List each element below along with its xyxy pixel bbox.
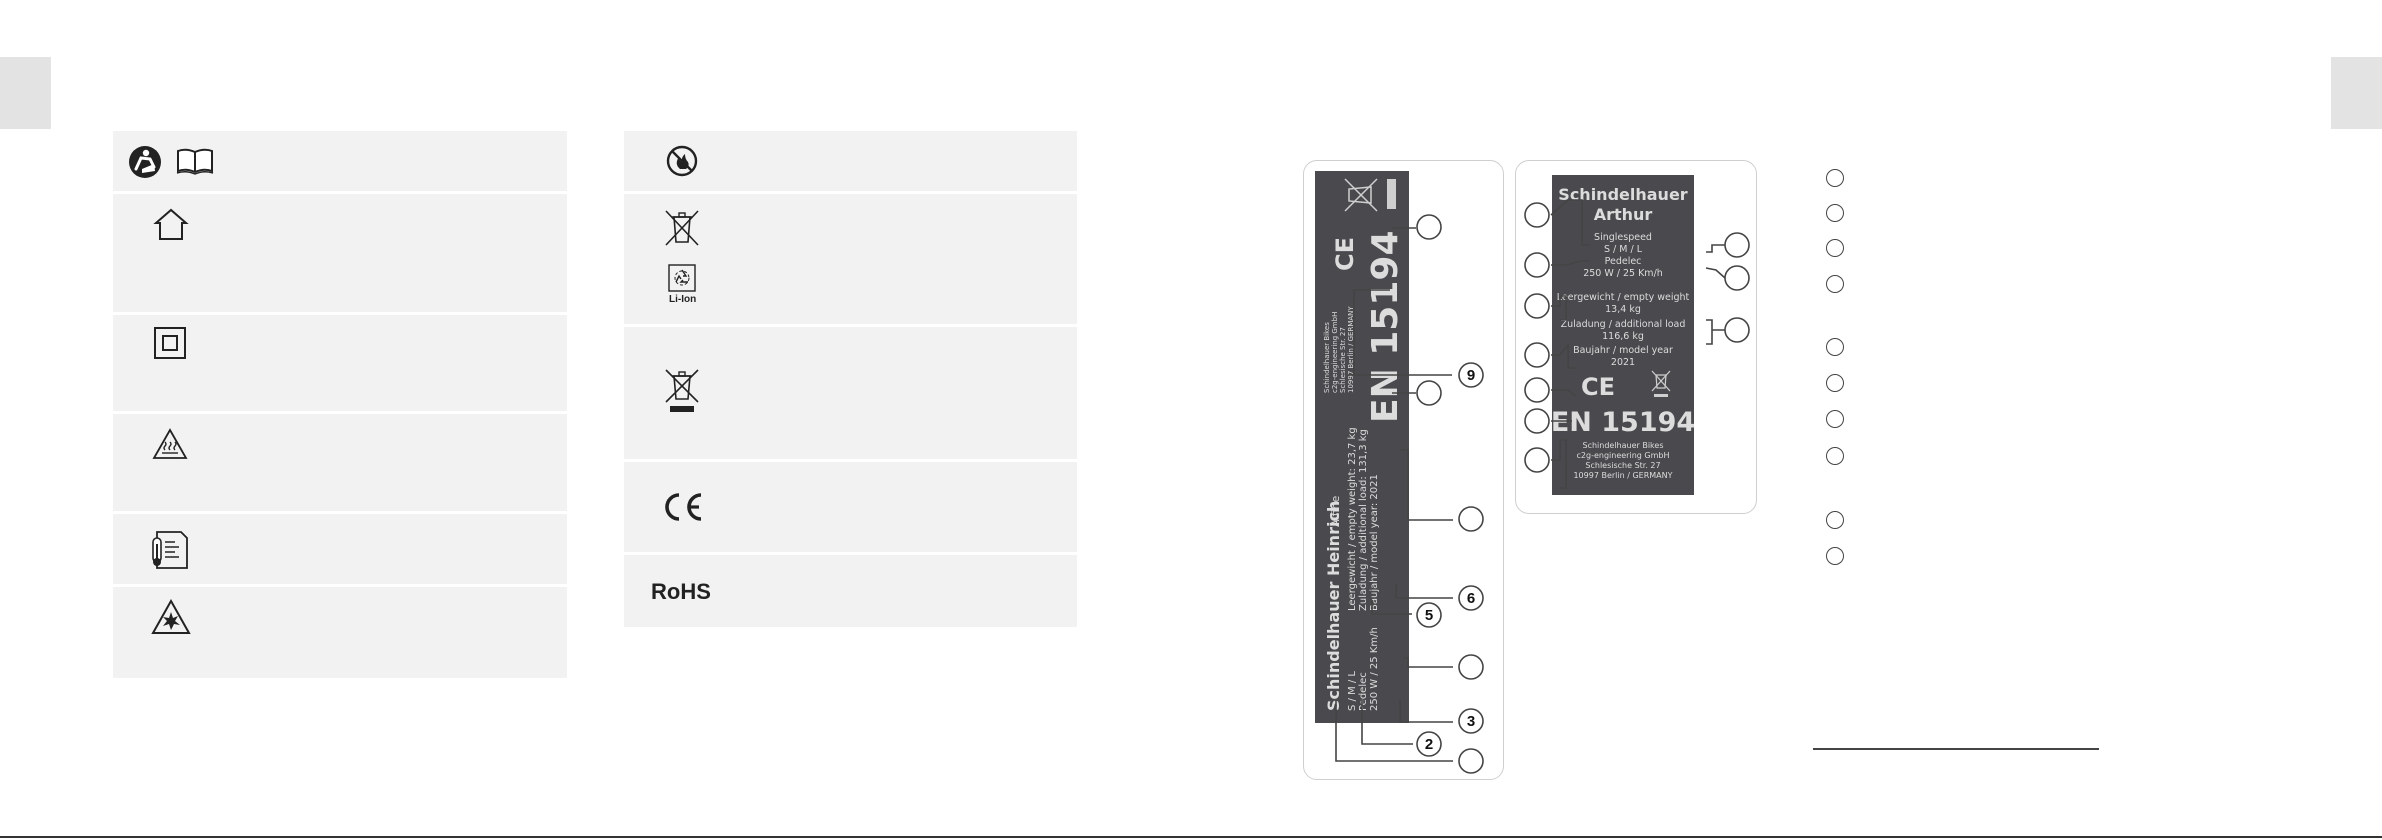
page-tab-right [2331, 57, 2382, 129]
recycling-liion-icon [668, 264, 696, 292]
arthur-empty-weight-label: Leergewicht / empty weight [1557, 292, 1690, 303]
liion-label: Li-Ion [669, 294, 697, 305]
symbol-row-manual [113, 131, 567, 191]
heinrich-manufacturer-line-4: 10997 Berlin / GERMANY [1347, 306, 1355, 393]
book-icon [176, 148, 214, 175]
explosion-warning-icon [151, 599, 191, 634]
callout-number-2: 2 [1425, 736, 1433, 753]
type-plate-heinrich: CE EN 15194 Schindelhauer Bikes c2g-engi… [1315, 171, 1409, 723]
no-fire-icon [666, 145, 698, 177]
arthur-manufacturer-line-3: Schlesische Str. 27 [1585, 461, 1660, 470]
legend-circle [1826, 275, 1844, 293]
type-plate-arthur: Schindelhauer Arthur Singlespeed S / M /… [1552, 175, 1694, 495]
symbol-row-ce [624, 462, 1077, 552]
legend-circle [1826, 511, 1844, 529]
arthur-model-year-label: Baujahr / model year [1573, 345, 1673, 356]
legend-circle [1826, 169, 1844, 187]
crossed-bin-bar-icon [665, 369, 699, 412]
heinrich-manufacturer-line-3: Schlesische Str. 27 [1339, 327, 1347, 393]
symbol-row-no-fire [624, 131, 1077, 191]
symbol-row-indoor [113, 194, 567, 312]
arthur-sizes: S / M / L [1604, 244, 1643, 255]
arthur-power: 250 W / 25 Km/h [1583, 268, 1663, 279]
arthur-brand: Schindelhauer [1558, 185, 1687, 204]
ce-mark-icon [665, 493, 702, 521]
symbol-row-explosion [113, 587, 567, 678]
callout-number-9: 9 [1467, 367, 1475, 384]
arthur-model: Arthur [1594, 205, 1653, 224]
read-manual-icon [129, 146, 161, 178]
heinrich-variant: Alfine [1329, 496, 1342, 527]
legend-circle [1826, 447, 1844, 465]
heinrich-empty-weight: Leergewicht / empty weight: 23,7 kg [1347, 427, 1358, 611]
symbol-row-double-insulation [113, 315, 567, 411]
heinrich-manufacturer-line-2: c2g-engineering GmbH [1331, 312, 1339, 393]
hot-surface-icon [152, 428, 188, 459]
callout-number-3: 3 [1467, 713, 1475, 730]
arthur-type: Pedelec [1605, 256, 1642, 267]
heinrich-additional-load: Zuladung / additional load: 131,3 kg [1358, 429, 1369, 611]
double-insulation-icon [154, 327, 186, 359]
arthur-model-year: 2021 [1611, 357, 1635, 368]
arthur-additional-load: 116,6 kg [1602, 331, 1644, 342]
symbol-row-weee-bar [624, 327, 1077, 459]
heinrich-brand-model: Schindelhauer Heinrich [1324, 501, 1343, 711]
heinrich-ce-mark: CE [1331, 237, 1359, 271]
symbol-table-right: Li-Ion RoHS [624, 131, 1077, 627]
temperature-range-icon [152, 531, 188, 569]
arthur-manufacturer-line-4: 10997 Berlin / GERMANY [1573, 471, 1672, 480]
legend-circle [1826, 410, 1844, 428]
symbol-row-weee-battery: Li-Ion [624, 194, 1077, 324]
symbol-row-hot-surface [113, 414, 567, 511]
heinrich-manufacturer-line-1: Schindelhauer Bikes [1323, 322, 1331, 393]
arthur-additional-load-label: Zuladung / additional load [1561, 319, 1686, 330]
heinrich-model-year: Baujahr / model year: 2021 [1369, 474, 1380, 611]
legend-circle [1826, 204, 1844, 222]
waste-bar-mark [1387, 179, 1396, 209]
arthur-ce-mark: CE [1581, 373, 1615, 401]
symbol-row-rohs: RoHS [624, 555, 1077, 627]
legend-circle [1826, 239, 1844, 257]
callout-number-6: 6 [1467, 590, 1475, 607]
symbol-row-temperature [113, 514, 567, 584]
arthur-en-norm: EN 15194 [1552, 407, 1694, 438]
page-tab-left [0, 57, 51, 129]
arthur-manufacturer-line-2: c2g-engineering GmbH [1577, 451, 1670, 460]
heinrich-power: 250 W / 25 Km/h [1369, 627, 1380, 711]
crossed-bin-icon [1344, 178, 1378, 212]
footnote-divider [1813, 748, 2099, 750]
page-bottom-rule [0, 836, 2382, 838]
arthur-empty-weight: 13,4 kg [1605, 304, 1641, 315]
heinrich-sizes: S / M / L [1347, 671, 1358, 711]
legend-circle [1826, 338, 1844, 356]
symbol-table-left [113, 131, 567, 678]
heinrich-en-norm: EN 15194 [1365, 231, 1406, 424]
house-indoor-icon [153, 208, 189, 240]
rohs-label: RoHS [651, 579, 711, 604]
heinrich-type: Pedelec [1358, 672, 1369, 711]
legend-circle [1826, 374, 1844, 392]
arthur-drivetrain: Singlespeed [1594, 232, 1652, 243]
crossed-bin-icon [1651, 370, 1671, 397]
arthur-manufacturer-line-1: Schindelhauer Bikes [1582, 441, 1663, 450]
callout-number-5: 5 [1425, 607, 1433, 624]
crossed-bin-icon [665, 210, 699, 246]
legend-circle [1826, 547, 1844, 565]
